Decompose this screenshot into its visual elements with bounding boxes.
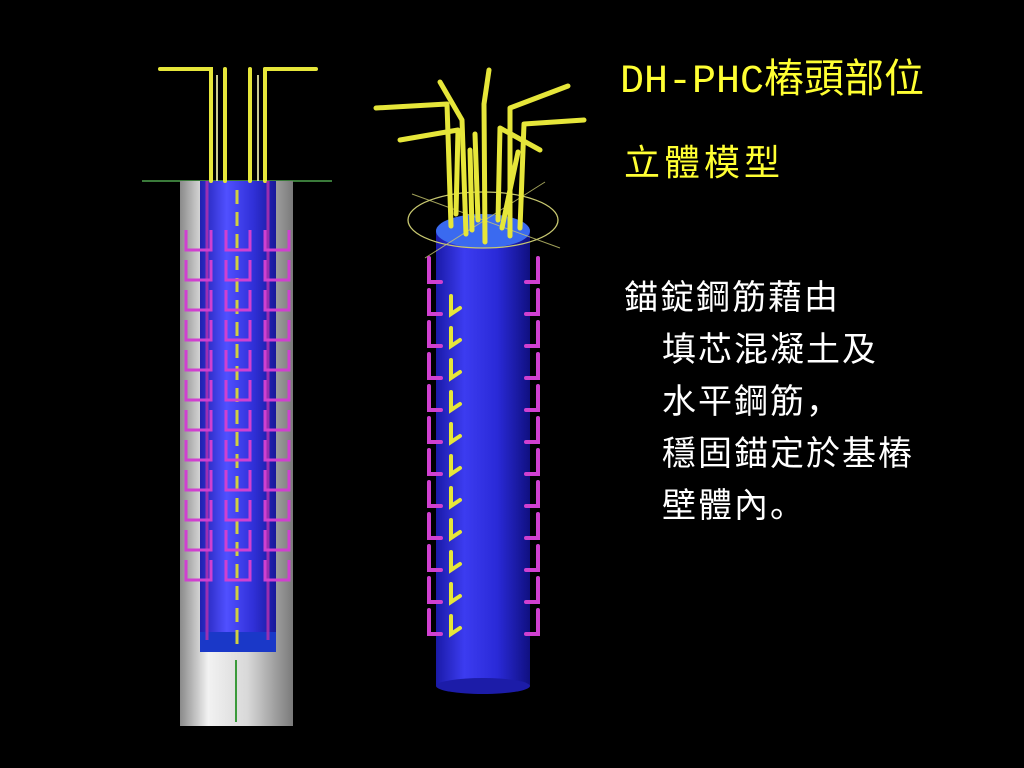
slide-title: DH-PHC樁頭部位 xyxy=(620,56,924,106)
anchor-bar-end xyxy=(449,294,462,318)
hoop-bar xyxy=(263,230,291,252)
description-line: 填芯混凝土及 xyxy=(662,330,878,370)
hoop-bar-left xyxy=(427,544,443,572)
hoop-bar xyxy=(184,260,213,282)
hoop-bar-left xyxy=(427,416,443,444)
slide-subtitle: 立體模型 xyxy=(624,143,785,184)
title-latin: DH-PHC xyxy=(620,60,765,105)
hoop-bar-right xyxy=(524,512,540,540)
hoop-bar xyxy=(224,470,252,492)
hoop-bar xyxy=(263,530,291,552)
anchor-bar-end xyxy=(449,518,462,542)
hoop-bar xyxy=(184,350,213,372)
hoop-bar-left xyxy=(427,352,443,380)
hoop-bar xyxy=(224,230,252,252)
hoop-bar xyxy=(224,290,252,312)
anchor-bar-end xyxy=(449,550,462,574)
anchor-bar-end xyxy=(449,614,462,638)
anchor-bar-end xyxy=(449,390,462,414)
hoop-bar xyxy=(263,440,291,462)
anchor-bar-end xyxy=(449,326,462,350)
title-cjk: 樁頭部位 xyxy=(764,56,925,102)
hoop-bar-left xyxy=(427,608,443,636)
hoop-bar-right xyxy=(524,352,540,380)
hoop-bar-right xyxy=(524,448,540,476)
description-line: 水平鋼筋， xyxy=(662,382,842,422)
hoop-bar xyxy=(263,320,291,342)
hoop-bar-right xyxy=(524,544,540,572)
hoop-bar xyxy=(224,260,252,282)
section-view-pile xyxy=(142,67,332,726)
anchor-bar-end xyxy=(449,582,462,606)
description-text: 錨錠鋼筋藉由 填芯混凝土及 水平鋼筋， 穩固錨定於基樁 壁體內。 xyxy=(624,272,914,532)
hoop-bar xyxy=(224,320,252,342)
hoop-bar xyxy=(263,410,291,432)
hoop-bar-left xyxy=(427,512,443,540)
anchor-bar-end xyxy=(449,454,462,478)
hoop-bar-left xyxy=(427,448,443,476)
hoop-bar xyxy=(263,290,291,312)
hoop-bar xyxy=(224,500,252,522)
hoop-bars-3d xyxy=(427,256,540,638)
description-line: 穩固錨定於基樁 xyxy=(662,434,914,474)
hoop-bar xyxy=(263,350,291,372)
hoop-bar-right xyxy=(524,384,540,412)
hoop-bars-section xyxy=(184,230,291,582)
hoop-bar xyxy=(184,410,213,432)
hoop-bar xyxy=(263,260,291,282)
hoop-bar xyxy=(224,440,252,462)
hoop-bar-left xyxy=(427,288,443,316)
hoop-bar-right xyxy=(524,480,540,508)
hoop-bar xyxy=(184,470,213,492)
hoop-bar xyxy=(184,500,213,522)
anchor-bar-end xyxy=(449,422,462,446)
hoop-bar-right xyxy=(524,608,540,636)
hoop-bar-right xyxy=(524,320,540,348)
anchor-bar-end xyxy=(449,358,462,382)
anchor-bars-3d xyxy=(373,67,587,245)
hoop-bar xyxy=(224,560,252,582)
anchor-bar-end xyxy=(449,486,462,510)
hoop-bar xyxy=(184,320,213,342)
hoop-bar xyxy=(184,440,213,462)
hoop-bar xyxy=(184,290,213,312)
hoop-bar-right xyxy=(524,288,540,316)
hoop-bar xyxy=(263,470,291,492)
hoop-bar-left xyxy=(427,320,443,348)
description-line: 錨錠鋼筋藉由 xyxy=(624,278,840,318)
hoop-bar xyxy=(263,560,291,582)
anchor-bars xyxy=(158,67,318,183)
description-line: 壁體內。 xyxy=(662,486,806,526)
isometric-view-pile xyxy=(373,67,587,694)
hoop-bar xyxy=(184,230,213,252)
hoop-bar xyxy=(224,530,252,552)
hoop-bar xyxy=(224,350,252,372)
hoop-bar-left xyxy=(427,480,443,508)
hoop-bar-left xyxy=(427,384,443,412)
hoop-bar-right xyxy=(524,256,540,284)
hoop-bar-right xyxy=(524,416,540,444)
hoop-bar-right xyxy=(524,576,540,604)
hoop-bar xyxy=(184,560,213,582)
hoop-bar-left xyxy=(427,256,443,284)
hoop-bar-left xyxy=(427,576,443,604)
hoop-bar xyxy=(184,380,213,402)
hoop-bar xyxy=(263,380,291,402)
hoop-bar xyxy=(184,530,213,552)
hoop-bar xyxy=(263,500,291,522)
hoop-bar xyxy=(224,380,252,402)
hoop-bar xyxy=(224,410,252,432)
